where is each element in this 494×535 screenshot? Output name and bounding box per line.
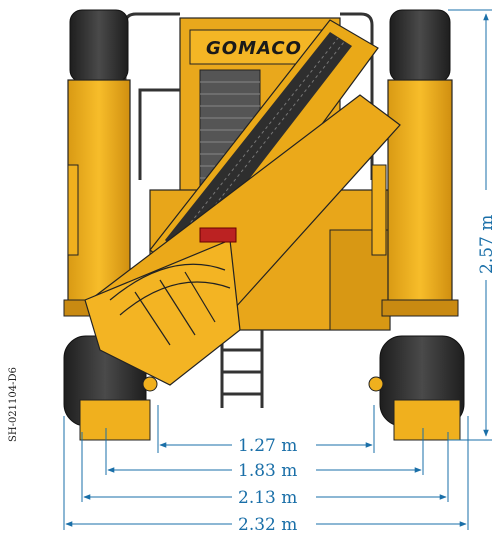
brand-logo: GOMACO	[206, 38, 302, 59]
left-leg	[63, 9, 158, 441]
track-2-dimension-label: 2.13 m	[238, 488, 297, 508]
height-dimension-label: 2.57 m	[477, 215, 494, 274]
auger-trough	[84, 94, 401, 386]
drawing-code: SH-021104-D6	[8, 367, 19, 442]
overall-width-dimension-label: 2.32 m	[238, 515, 297, 535]
height-label-bg	[476, 190, 494, 280]
track-1-dimension-label: 1.83 m	[238, 461, 297, 481]
track-inner-dimension-label: 1.27 m	[238, 436, 297, 456]
right-leg	[368, 9, 465, 441]
access-ladder	[220, 330, 264, 408]
